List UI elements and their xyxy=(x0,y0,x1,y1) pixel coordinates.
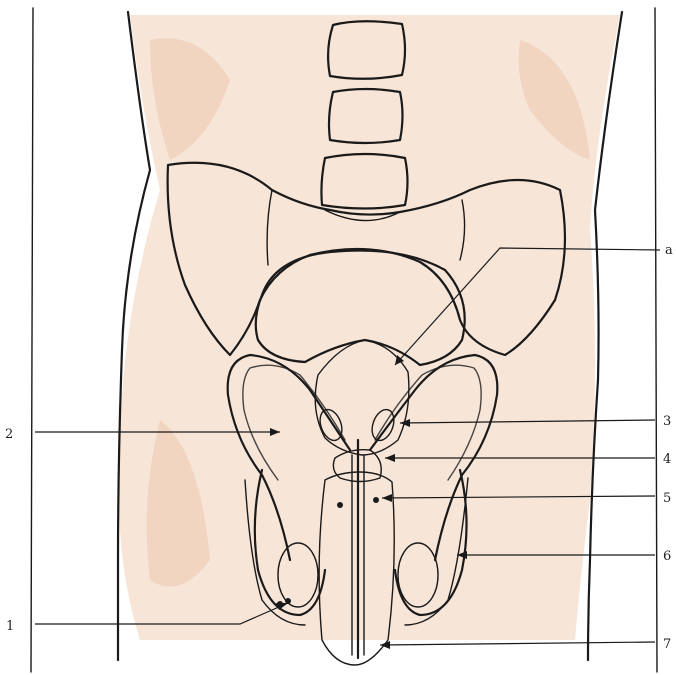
frame-right-line xyxy=(655,8,657,672)
duct-dot-left xyxy=(337,502,343,508)
label-6: 6 xyxy=(663,549,671,564)
label-7: 7 xyxy=(663,637,671,652)
label-5: 5 xyxy=(663,491,671,506)
label-2: 2 xyxy=(5,427,13,442)
label-4: 4 xyxy=(663,452,671,467)
leader-7 xyxy=(380,642,655,645)
duct-dot-right xyxy=(373,497,379,503)
label-3: 3 xyxy=(663,414,671,429)
label-a: a xyxy=(665,243,673,258)
frame-left-line xyxy=(31,8,33,672)
label-1: 1 xyxy=(6,619,14,634)
